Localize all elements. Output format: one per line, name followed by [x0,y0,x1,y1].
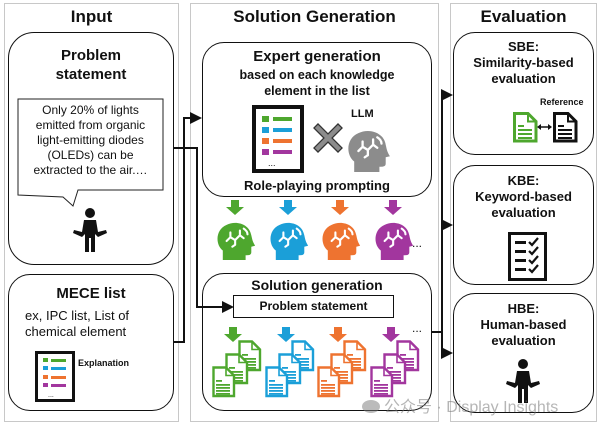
reference-label: Reference [540,97,584,107]
bubble-line-5: extracted to the air.… [33,163,148,177]
expert-generation-subtitle-1: based on each knowledge [239,68,395,82]
solution-documents-purple-icon [370,340,420,398]
bubble-line-2: emitted from organic [35,118,146,132]
kbe-line-3: evaluation [491,205,556,220]
evaluation-title: Evaluation [480,7,567,26]
expert-generation-title: Expert generation [253,48,381,65]
expert-head-green-icon [217,222,256,260]
connector-mece-to-expert [174,112,202,343]
solution-arrow-green [224,327,242,342]
hbe-line-1: HBE: [507,301,540,316]
problem-statement-title-2: statement [55,66,127,83]
sbe-line-2: Similarity-based [473,55,574,70]
sbe-line-1: SBE: [507,39,540,54]
problem-statement-input-box: Problem statement [233,295,394,318]
solution-documents-blue-icon [265,340,315,398]
bubble-line-3: light-emitting diodes [37,133,144,147]
experts-ellipsis: ... [412,236,423,250]
expert-head-orange-icon [322,222,361,260]
expert-head-purple-icon [375,222,414,260]
svg-text:...: ... [48,392,54,399]
hbe-box: HBE: Human-based evaluation [453,293,594,413]
llm-label: LLM [351,108,374,120]
expert-arrow-green [226,200,244,215]
expert-arrow-orange [331,200,349,215]
solution-documents-orange-icon [317,340,367,398]
solution-generation-box-title: Solution generation [251,277,383,293]
watermark-text: 公众号 · Display Insights [384,399,559,416]
solution-arrow-blue [277,327,295,342]
expert-generation-box: Expert generation based on each knowledg… [202,42,432,197]
bubble-line-4: (OLEDs) can be [47,148,134,162]
solution-arrow-purple [382,327,400,342]
wechat-icon [362,400,380,413]
watermark: 公众号 · Display Insights [362,393,558,417]
explanation-label: Explanation [78,358,130,368]
solution-documents-green-icon [212,340,262,398]
problem-statement-input-label: Problem statement [259,299,368,313]
kbe-line-2: Keyword-based [475,189,572,204]
mece-line-1: ex, IPC list, List of [25,308,130,323]
role-playing-prompting-label: Role-playing prompting [244,178,390,193]
solutions-ellipsis: ... [412,321,423,335]
bubble-line-1: Only 20% of lights [42,103,139,117]
hbe-line-3: evaluation [491,333,556,348]
bidirectional-arrow-icon [537,124,552,130]
llm-brain-head-icon [348,130,390,172]
mece-line-2: chemical element [25,324,127,339]
expert-generation-subtitle-2: element in the list [264,84,370,98]
solution-generation-title: Solution Generation [233,7,396,26]
svg-text:...: ... [268,158,276,168]
expert-arrow-purple [384,200,402,215]
expert-arrow-blue [279,200,297,215]
problem-statement-title-1: Problem [60,47,121,64]
mece-list-title: MECE list [56,285,126,302]
solution-arrow-orange [329,327,347,342]
kbe-line-1: KBE: [507,173,540,188]
hbe-line-2: Human-based [480,317,567,332]
input-title: Input [70,7,113,26]
connector-problem-to-solution [174,147,234,313]
sbe-line-3: evaluation [491,71,556,86]
expert-head-blue-icon [270,222,309,260]
